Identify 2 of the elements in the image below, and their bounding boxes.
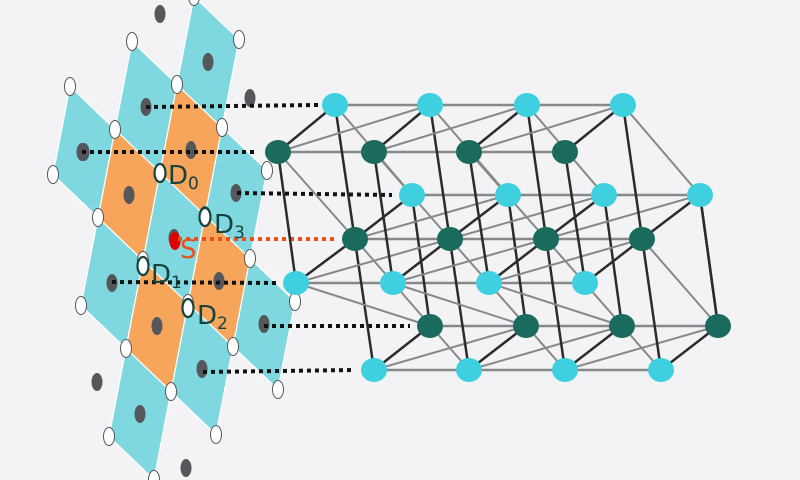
site-label: D$_{0}$ — [168, 163, 199, 193]
site-label: D$_{3}$ — [214, 212, 245, 242]
